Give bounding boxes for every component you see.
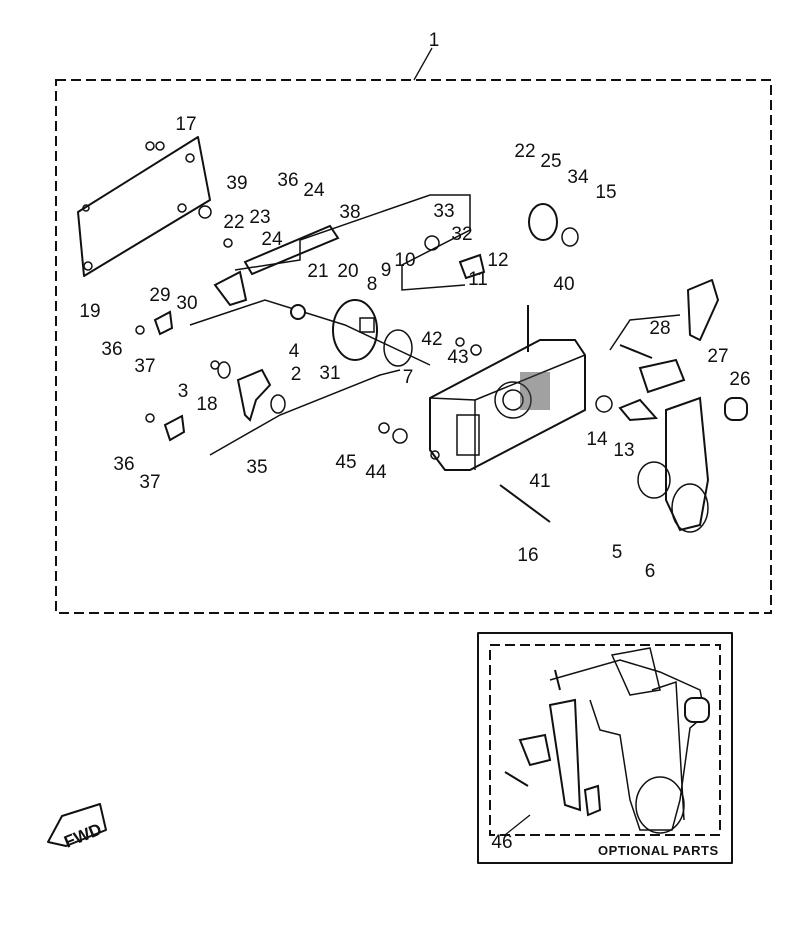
bolt [155, 141, 165, 151]
lever-arm [243, 224, 340, 276]
part-callout: 42 [421, 329, 442, 350]
part-callout: 19 [79, 301, 100, 322]
o-ring [383, 329, 413, 367]
clip [163, 414, 186, 442]
optional-parts-inner-frame [489, 644, 721, 836]
part-callout: 35 [246, 457, 267, 478]
part-callout: 17 [175, 114, 196, 135]
grip-block [638, 358, 686, 394]
part-callout: 28 [649, 318, 670, 339]
assembly-leader [413, 47, 433, 81]
part-callout: 43 [447, 347, 468, 368]
part-callout: 11 [468, 269, 488, 290]
outline-trace [234, 194, 471, 291]
part-callout: 38 [339, 202, 360, 223]
part-callout: 41 [529, 471, 550, 492]
main-assembly-frame [55, 79, 772, 614]
part-callout: 15 [595, 182, 616, 203]
part-callout: 21 [307, 261, 328, 282]
nut [378, 422, 390, 434]
part-callout: 14 [586, 429, 608, 450]
optional-callout: 46 [491, 832, 512, 853]
outline-trace-2 [189, 299, 431, 366]
part-callout: 29 [149, 285, 170, 306]
part-callout: 8 [367, 274, 378, 295]
part-callout: 2 [291, 364, 302, 385]
handle-washer [637, 461, 671, 499]
part-callout: 6 [645, 561, 656, 582]
part-callout: 18 [196, 394, 217, 415]
spacer [217, 361, 231, 379]
optional-parts-panel: 46 OPTIONAL PARTS [477, 632, 733, 864]
optional-parts-frame [477, 632, 733, 864]
nut [470, 344, 482, 356]
control-handle [665, 396, 748, 533]
cover-plate [77, 136, 211, 277]
part-callout: 22 [514, 141, 535, 162]
part-callout: 27 [707, 346, 728, 367]
part-callout: 36 [113, 454, 134, 475]
outline-trace-3 [209, 369, 401, 456]
part-callout: 30 [176, 293, 197, 314]
washer [392, 428, 408, 444]
assembly-number: 1 [429, 30, 440, 51]
part-callout: 26 [729, 369, 750, 390]
long-screw [499, 484, 551, 523]
washer [270, 394, 286, 414]
part-callout: 5 [612, 542, 623, 563]
part-callout: 22 [223, 212, 244, 233]
part-callout: 25 [540, 151, 561, 172]
part-callout: 32 [451, 224, 472, 245]
optional-parts-label: OPTIONAL PARTS [598, 843, 719, 858]
part-callout: 37 [134, 356, 155, 377]
part-callout: 34 [567, 167, 589, 188]
part-callout: 10 [394, 250, 415, 271]
collar [561, 227, 579, 247]
part-callout: 12 [487, 250, 508, 271]
part-callout: 24 [261, 229, 283, 250]
part-callout: 39 [226, 173, 247, 194]
part-callout: 24 [303, 180, 325, 201]
pin-28 [619, 344, 653, 359]
part-callout: 4 [289, 341, 300, 362]
part-callout: 45 [335, 452, 356, 473]
lever-base [213, 270, 248, 307]
bolt [455, 337, 465, 347]
part-callout: 36 [101, 339, 122, 360]
stopper [458, 253, 486, 280]
outline-trace-4 [609, 314, 681, 351]
spring [618, 398, 659, 422]
part-callout: 7 [403, 367, 414, 388]
part-callout: 33 [433, 201, 454, 222]
part-callout: 36 [277, 170, 298, 191]
control-housing [429, 339, 586, 471]
part-callout: 3 [178, 381, 189, 402]
drum [528, 203, 558, 241]
nut [290, 304, 306, 320]
part-callout: 13 [613, 440, 634, 461]
lock-lever [687, 279, 719, 341]
part-callout: 16 [517, 545, 538, 566]
part-callout: 20 [337, 261, 358, 282]
pin [145, 413, 155, 423]
part-callout: 9 [381, 260, 392, 281]
plate [424, 235, 440, 251]
part-callout: 44 [365, 462, 387, 483]
fwd-arrow: FWD [47, 803, 107, 852]
pin [135, 325, 145, 335]
part-callout: 23 [249, 207, 270, 228]
nut [198, 205, 212, 219]
part-callout: 31 [319, 363, 340, 384]
bracket [236, 368, 272, 422]
part-callout: 37 [139, 472, 160, 493]
bolt [223, 238, 233, 248]
part-callout: 40 [553, 274, 574, 295]
washer [595, 395, 613, 413]
fwd-label: FWD [61, 820, 104, 852]
clip [153, 310, 174, 336]
